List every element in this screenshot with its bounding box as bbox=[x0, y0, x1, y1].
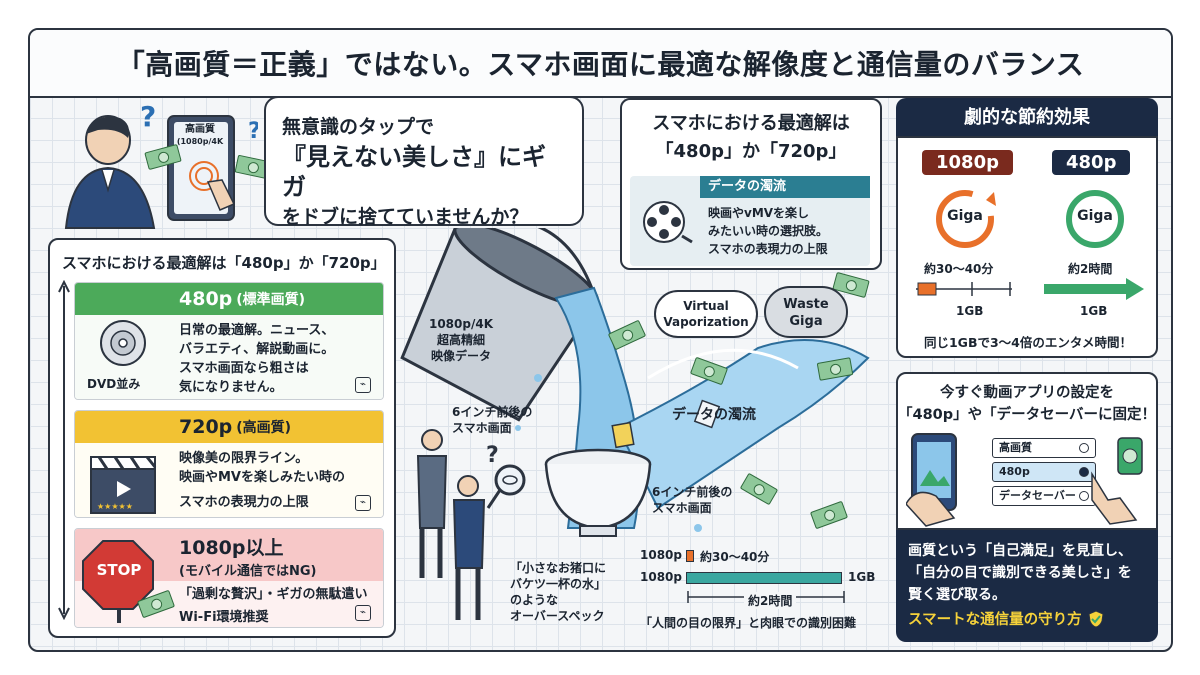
optimum-card: データの濁流 映画やvMVを楽し みたいい時の選択肢。 スマホの表現力の上限 bbox=[630, 176, 870, 266]
device-icon: ⌁ bbox=[355, 605, 371, 621]
film-reel-icon bbox=[643, 201, 693, 244]
chart-row-note: 1GB bbox=[848, 570, 876, 584]
screen-label-left: 6インチ前後の スマホ画面 bbox=[452, 405, 533, 435]
svg-text:?: ? bbox=[140, 100, 156, 133]
waste-giga-cloud: Waste Giga bbox=[764, 286, 848, 338]
clapperboard-icon: ★★★★★ bbox=[90, 456, 157, 514]
giga-label-right: Giga bbox=[1077, 208, 1113, 224]
slogan: スマートな通信量の守り方 bbox=[908, 608, 1146, 629]
speech-bubble: 無意識のタップで 『見えない美しさ』にギガ をドブに捨てていませんか？ bbox=[264, 96, 584, 228]
speech-line: をドブに捨てていませんか？ bbox=[282, 206, 529, 228]
tier-720p: 720p (高画質) 映像美の限界ライン。 映画やMVを楽しみたい時の スマホの… bbox=[74, 410, 384, 518]
savings-header: 劇的な節約効果 bbox=[896, 98, 1158, 138]
chart-row-label: 1080p bbox=[640, 570, 682, 584]
svg-text:?: ? bbox=[486, 443, 499, 468]
svg-text:★★★★★: ★★★★★ bbox=[97, 502, 133, 511]
page-title: 「高画質＝正義」ではない。スマホ画面に最適な解像度と通信量のバランス bbox=[30, 30, 1171, 98]
option-data-saver[interactable]: データセーバー bbox=[992, 486, 1096, 506]
gb-left: 1GB bbox=[956, 304, 984, 318]
message-text: 画質という「自己満足」を見直し、 「自分の目で識別できる美しさ」を 賢く選び取る… bbox=[908, 543, 1132, 603]
scale-arrow-icon bbox=[58, 280, 70, 620]
bowl-caption: 「小さなお猪口に バケツ一杯の水」 のような オーバースペック bbox=[510, 561, 607, 623]
dvd-caption: DVD並み bbox=[87, 377, 141, 391]
chart-bar-long bbox=[686, 572, 842, 584]
time-right: 約2時間 bbox=[1068, 262, 1113, 276]
giga-label-left: Giga bbox=[947, 208, 983, 224]
bucket-overflow-illustration: ? bbox=[400, 228, 870, 620]
chart-footer: 「人間の目の限界」と肉眼での識別困難 bbox=[640, 616, 857, 630]
gb-right: 1GB bbox=[1080, 304, 1108, 318]
option-high-quality[interactable]: 高画質 bbox=[992, 438, 1096, 458]
shield-check-icon bbox=[1088, 609, 1104, 628]
tier-1080p: 1080p以上 (モバイル通信ではNG) 「過剰な贅沢」・ギガの無駄遣い Wi-… bbox=[74, 528, 384, 628]
stop-label: STOP bbox=[96, 561, 142, 579]
mini-usage-chart: 1080p 約30〜40分 1080p 1GB 約2時間 「人間の目の限界」と肉… bbox=[640, 546, 880, 636]
phone-screen-label: 高画質 (1080p/4K bbox=[176, 124, 224, 146]
speech-line: 無意識のタップで bbox=[282, 116, 435, 138]
screen-label-right: 6インチ前後の スマホ画面 bbox=[652, 485, 733, 515]
money-phone-icon bbox=[1117, 437, 1143, 475]
bucket-label: 1080p/4K 超高精細 映像データ bbox=[428, 317, 494, 363]
chart-row-label: 1080p bbox=[640, 548, 682, 562]
dvd-disc-icon bbox=[100, 320, 146, 366]
settings-heading: 今すぐ動画アプリの設定を 「480p」や「データセーバーに固定！ bbox=[897, 385, 1156, 423]
pointing-hand-icon bbox=[1091, 471, 1138, 525]
giga-burn-icon bbox=[936, 190, 996, 248]
savings-footer: 同じ1GBで3〜4倍のエンタメ時間！ bbox=[923, 335, 1132, 350]
tier-title: 720p (高画質) bbox=[75, 411, 383, 443]
phone-hand-icon bbox=[906, 433, 957, 527]
tiers-heading: スマホにおける最適解は「480p」か「720p」 bbox=[62, 254, 386, 272]
torrent-label: データの濁流 bbox=[672, 407, 756, 423]
optimum-heading: スマホにおける最適解は 「480p」か「720p」 bbox=[652, 113, 850, 162]
settings-options: 高画質 480p データセーバー bbox=[992, 438, 1096, 510]
vaporization-cloud: Virtual Vaporization bbox=[654, 290, 758, 338]
time-left: 約30〜40分 bbox=[924, 262, 994, 276]
speech-line: 『見えない美しさ』にギガ bbox=[282, 143, 546, 201]
device-icon: ⌁ bbox=[355, 495, 371, 511]
message-card: 画質という「自己満足」を見直し、 「自分の目で識別できる美しさ」を 賢く選び取る… bbox=[896, 530, 1158, 642]
tier-title: 480p (標準画質) bbox=[75, 283, 383, 315]
chart-row-note: 約30〜40分 bbox=[700, 550, 770, 564]
chart-bar-short bbox=[686, 550, 694, 562]
chip-480p: 480p bbox=[1052, 150, 1131, 175]
person-with-phone-illustration: ? ? bbox=[64, 100, 258, 229]
device-icon: ⌁ bbox=[355, 377, 371, 393]
usage-bars bbox=[916, 278, 1144, 300]
svg-text:?: ? bbox=[248, 119, 258, 144]
optimum-card-title: データの濁流 bbox=[700, 176, 870, 198]
tier-480p: 480p (標準画質) 日常の最適解。ニュース、 バラエティ、解説動画に。 スマ… bbox=[74, 282, 384, 400]
chip-1080p: 1080p bbox=[922, 150, 1013, 175]
chart-span-label: 約2時間 bbox=[744, 592, 797, 609]
stop-sign-icon bbox=[82, 540, 154, 623]
optimum-card-text: 映画やvMVを楽し みたいい時の選択肢。 スマホの表現力の上限 bbox=[708, 206, 829, 256]
giga-full-icon bbox=[1066, 190, 1124, 248]
option-480p[interactable]: 480p bbox=[992, 462, 1096, 482]
